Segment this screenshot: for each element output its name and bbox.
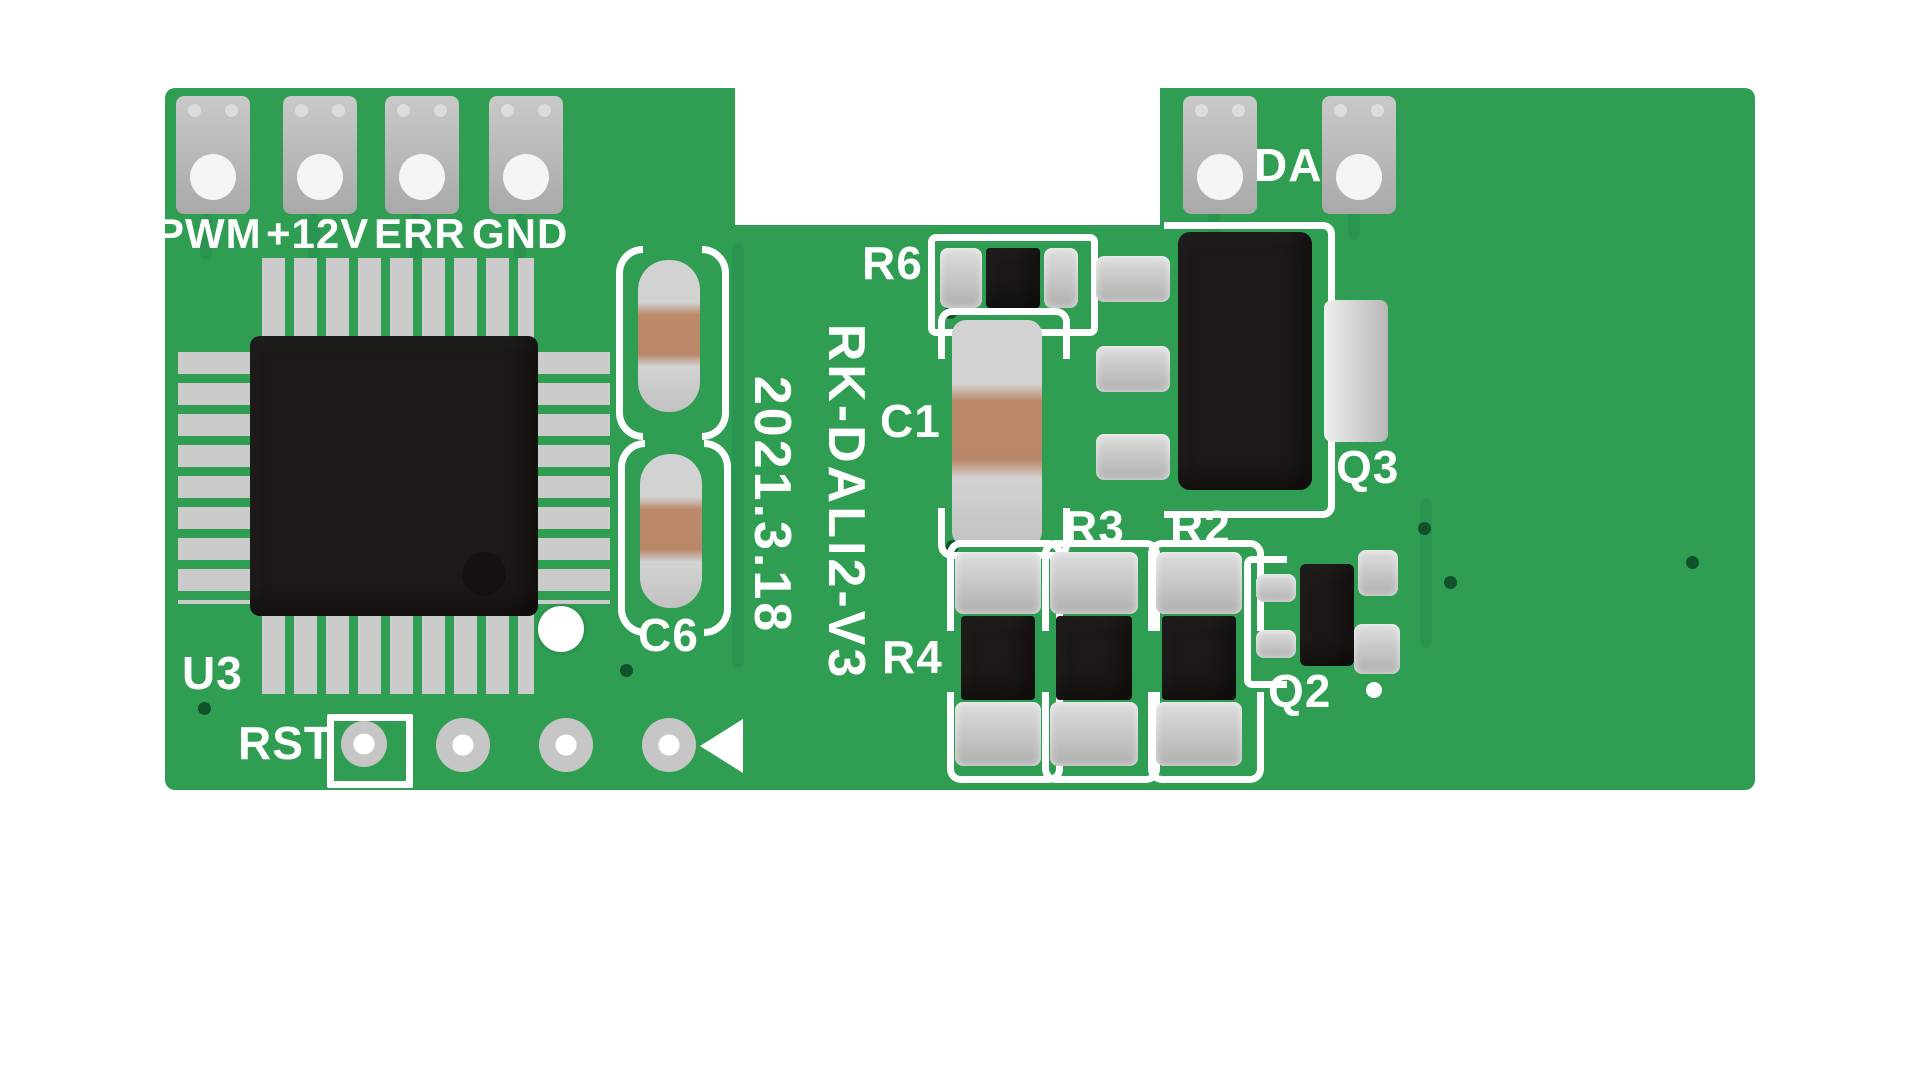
drill-dot xyxy=(225,104,238,117)
label-rst: RST xyxy=(238,717,333,769)
resistor-r6-body xyxy=(986,248,1040,308)
drill-dot xyxy=(1371,104,1384,117)
resistor-body xyxy=(961,616,1035,700)
via xyxy=(1686,556,1699,569)
label-r4: R4 xyxy=(882,631,943,683)
capacitor-c6-b xyxy=(640,454,702,608)
silkscreen-bracket xyxy=(702,246,729,440)
via xyxy=(620,664,633,677)
resistor-body xyxy=(1162,616,1236,700)
resistor-pad xyxy=(955,702,1041,766)
drill-dot xyxy=(295,104,308,117)
label-da: DA xyxy=(1254,139,1323,191)
label-u3: U3 xyxy=(182,647,243,699)
label-gnd: GND xyxy=(472,210,569,257)
copper-trace xyxy=(200,214,212,260)
resistor-pad xyxy=(955,552,1041,614)
label-12v: +12V xyxy=(266,210,370,257)
ic-u3-body xyxy=(250,336,538,616)
plated-hole xyxy=(1336,154,1382,200)
silkscreen-bracket xyxy=(938,308,1070,359)
transistor-q2-body xyxy=(1300,564,1354,666)
rst-pin1-square xyxy=(327,714,413,788)
ic-leads-right xyxy=(534,352,610,604)
drill-dot xyxy=(501,104,514,117)
q2-pad xyxy=(1256,630,1296,658)
label-c1: C1 xyxy=(880,395,941,447)
via xyxy=(1418,522,1431,535)
via xyxy=(1444,576,1457,589)
silkscreen-model: RK-DALI2-V3 xyxy=(817,323,875,681)
connector-pad-da-2 xyxy=(1322,96,1396,214)
transistor-q3-body xyxy=(1178,232,1312,490)
r6-pad-right xyxy=(1044,248,1078,308)
rst-hole xyxy=(642,718,696,772)
q3-tab-terminal xyxy=(1324,300,1388,442)
silkscreen-date: 2021.3.18 xyxy=(743,375,801,635)
silkscreen-bracket xyxy=(618,440,645,636)
drill-dot xyxy=(1334,104,1347,117)
label-pwm: PWM xyxy=(156,210,262,257)
ic-leads-bottom xyxy=(262,612,534,694)
drill-dot xyxy=(188,104,201,117)
silkscreen-bracket xyxy=(1244,556,1287,688)
label-q3: Q3 xyxy=(1336,441,1400,493)
copper-trace xyxy=(308,214,320,260)
rst-hole xyxy=(341,721,387,767)
copper-trace xyxy=(1420,498,1432,648)
q2-pad xyxy=(1358,550,1398,596)
silkscreen-bracket xyxy=(616,246,643,440)
drill-dot xyxy=(1232,104,1245,117)
connector-pad-pwm xyxy=(176,96,250,214)
connector-pad-12v xyxy=(283,96,357,214)
silkscreen-bracket xyxy=(704,440,731,636)
drill-dot xyxy=(538,104,551,117)
pcb-right-top-section xyxy=(1160,88,1755,233)
label-err: ERR xyxy=(374,210,466,257)
resistor-body xyxy=(1056,616,1132,700)
plated-hole xyxy=(190,154,236,200)
q2-pad xyxy=(1256,574,1296,602)
arrow-mark xyxy=(700,719,743,773)
q3-pad xyxy=(1096,256,1170,302)
capacitor-c6-a xyxy=(638,260,700,412)
drill-dot xyxy=(397,104,410,117)
silkscreen-bracket xyxy=(1148,692,1264,783)
resistor-pad xyxy=(1050,552,1138,614)
label-q2: Q2 xyxy=(1268,665,1332,717)
rst-hole xyxy=(539,718,593,772)
capacitor-c1-body xyxy=(952,320,1042,546)
label-c6: C6 xyxy=(638,609,699,661)
plated-hole xyxy=(297,154,343,200)
resistor-pad xyxy=(1050,702,1138,766)
copper-trace xyxy=(1348,212,1360,240)
copper-trace xyxy=(732,244,744,668)
rst-hole xyxy=(436,718,490,772)
mounting-hole xyxy=(538,606,584,652)
connector-pad-da-1 xyxy=(1183,96,1257,214)
resistor-pad xyxy=(1156,552,1242,614)
r6-pad-left xyxy=(940,248,982,308)
q3-pad xyxy=(1096,434,1170,480)
ic-leads-left xyxy=(178,352,254,604)
drill-dot xyxy=(332,104,345,117)
drill-dot xyxy=(1195,104,1208,117)
copper-trace xyxy=(410,214,422,260)
drill-dot xyxy=(434,104,447,117)
q3-pad xyxy=(1096,346,1170,392)
label-r6: R6 xyxy=(862,237,923,289)
copper-trace xyxy=(514,214,526,260)
connector-pad-err xyxy=(385,96,459,214)
resistor-pad xyxy=(1156,702,1242,766)
ic-pin1-dimple xyxy=(462,552,506,596)
q2-pad xyxy=(1354,624,1400,674)
plated-hole xyxy=(503,154,549,200)
plated-hole xyxy=(1197,154,1243,200)
test-point xyxy=(1366,682,1382,698)
via xyxy=(198,702,211,715)
plated-hole xyxy=(399,154,445,200)
ic-leads-top xyxy=(262,258,534,340)
connector-pad-gnd xyxy=(489,96,563,214)
